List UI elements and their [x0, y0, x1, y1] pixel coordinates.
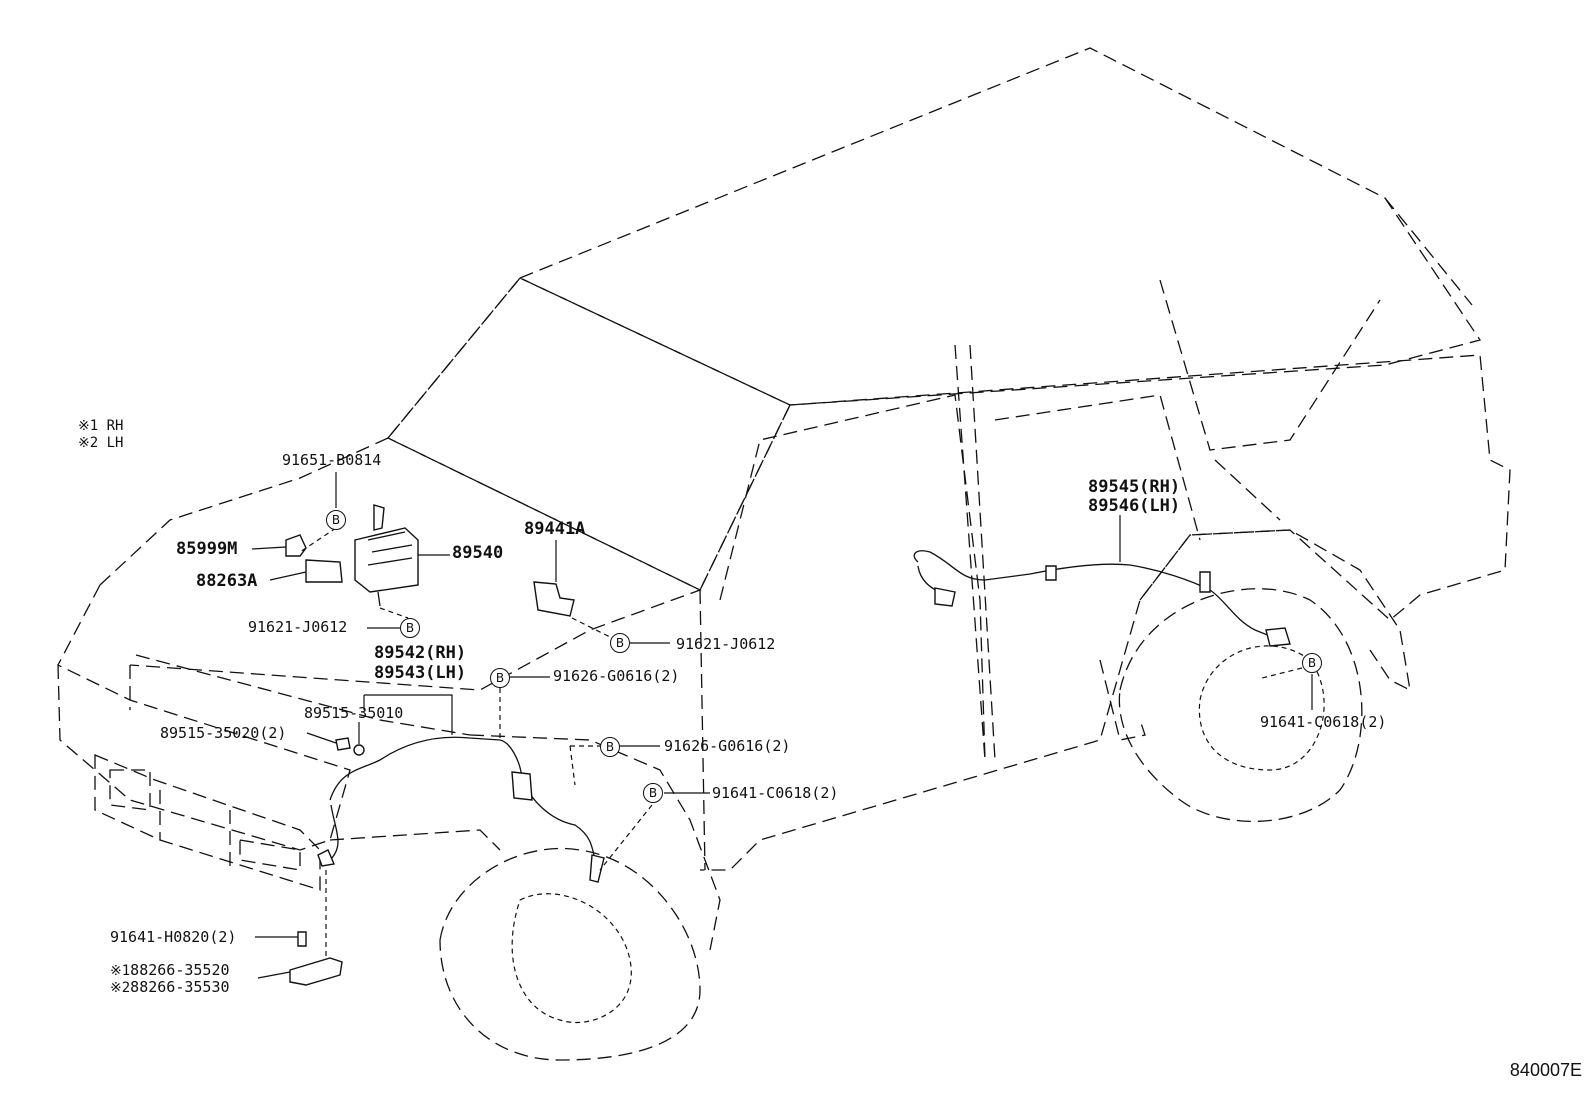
legend-mark: ※2 — [78, 435, 99, 451]
bolt-badge: B — [600, 737, 620, 757]
rear-fender — [1139, 529, 1411, 692]
part-label-91651: 91651-B0814 — [282, 451, 382, 469]
bracket-88266 — [289, 957, 343, 986]
part-number: 88266-35530 — [130, 978, 230, 996]
rear-door — [994, 394, 1201, 541]
roof-outline — [519, 47, 1482, 406]
part-label-91641-c0618-rear: 91641-C0618(2) — [1260, 713, 1387, 731]
part-label-89441a: 89441A — [524, 519, 586, 539]
rear-wheel — [1118, 588, 1363, 822]
bolt-badge: B — [400, 618, 420, 638]
part-label-89543: 89543(LH) — [374, 663, 467, 683]
part-label-89542: 89542(RH) — [374, 643, 467, 663]
bolt-badge: B — [1302, 653, 1322, 673]
part-label-89515-35020: 89515-35020(2) — [160, 724, 287, 742]
hood-outline — [99, 437, 702, 691]
rh-mark: ※1 — [110, 963, 131, 979]
part-label-91621-right: 91621-J0612 — [676, 635, 776, 653]
part-label-91626-upper: 91626-G0616(2) — [553, 667, 680, 685]
part-label-85999m: 85999M — [176, 539, 238, 559]
part-label-91621-left: 91621-J0612 — [248, 618, 348, 636]
part-label-89540: 89540 — [452, 543, 504, 563]
legend-item-lh: ※2 LH — [78, 435, 123, 452]
part-label-89546: 89546(LH) — [1088, 496, 1181, 516]
grille — [94, 754, 321, 891]
front-fender — [469, 734, 721, 951]
part-label-89515-35010: 89515-35010 — [304, 704, 404, 722]
bolt-badge: B — [643, 783, 663, 803]
front-harness — [329, 736, 523, 801]
part-number: 88266-35520 — [130, 961, 230, 979]
bolt-badge: B — [490, 668, 510, 688]
part-label-89545: 89545(RH) — [1088, 477, 1181, 497]
relay-88263a — [305, 559, 343, 583]
sensor-89441a — [533, 581, 575, 617]
legend: ※1 RH ※2 LH — [78, 418, 123, 452]
legend-mark: ※1 — [78, 418, 99, 434]
bracket-85999m — [285, 534, 307, 557]
part-label-88263a: 88263A — [196, 571, 258, 591]
part-label-88266-35520: ※188266-35520 — [110, 962, 230, 980]
diagram-reference-code: 840007E — [1509, 1060, 1582, 1080]
lh-mark: ※2 — [110, 980, 131, 996]
part-label-91626-lower: 91626-G0616(2) — [664, 737, 791, 755]
part-label-91641-h0820: 91641-H0820(2) — [110, 928, 237, 946]
front-door — [719, 394, 986, 761]
front-wheel — [439, 847, 701, 1061]
bolt-badge: B — [610, 633, 630, 653]
side-body — [700, 354, 1511, 871]
part-label-88266-35530: ※288266-35530 — [110, 979, 230, 997]
legend-item-rh: ※1 RH — [78, 418, 123, 435]
legend-text: LH — [106, 435, 124, 451]
computer-89540 — [354, 527, 419, 593]
bolt-badge: B — [326, 510, 346, 530]
windshield-outline — [386, 277, 791, 591]
legend-text: RH — [106, 418, 124, 434]
rear-harness — [913, 550, 1276, 639]
part-label-91641-c0618-front: 91641-C0618(2) — [712, 784, 839, 802]
